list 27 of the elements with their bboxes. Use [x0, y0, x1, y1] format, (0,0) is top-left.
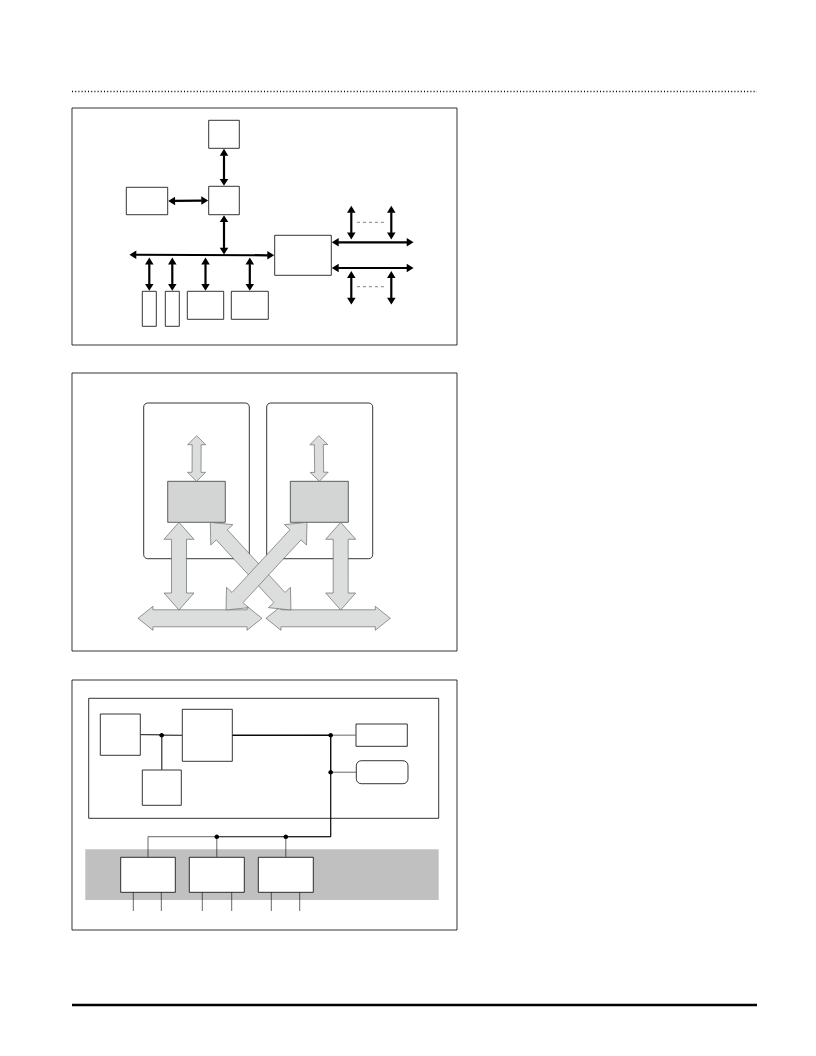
- block-box: [274, 234, 332, 276]
- wide-arrow: [225, 522, 308, 611]
- bus-arrow: [265, 606, 391, 631]
- block-box: [181, 708, 233, 762]
- block-box: [186, 290, 225, 320]
- block-box: [208, 119, 240, 149]
- block-box: [120, 856, 176, 893]
- block-box: [230, 290, 269, 320]
- block-box: [355, 723, 408, 747]
- wide-arrow: [187, 435, 206, 482]
- rounded-box: [355, 760, 409, 785]
- wide-arrow: [325, 522, 356, 611]
- block-box: [188, 856, 245, 893]
- chip-box: [167, 481, 226, 523]
- block-box: [208, 185, 240, 216]
- wide-arrow: [309, 435, 329, 482]
- block-box: [125, 186, 169, 216]
- block-box: [99, 713, 141, 756]
- block-box: [141, 769, 182, 806]
- bus-arrow: [137, 606, 263, 631]
- block-box: [141, 290, 157, 327]
- block-box: [257, 856, 314, 893]
- wire: [161, 735, 183, 770]
- wide-arrow: [163, 522, 195, 611]
- chip-box: [290, 481, 349, 523]
- block-box: [164, 290, 180, 327]
- wide-arrow: [210, 522, 292, 611]
